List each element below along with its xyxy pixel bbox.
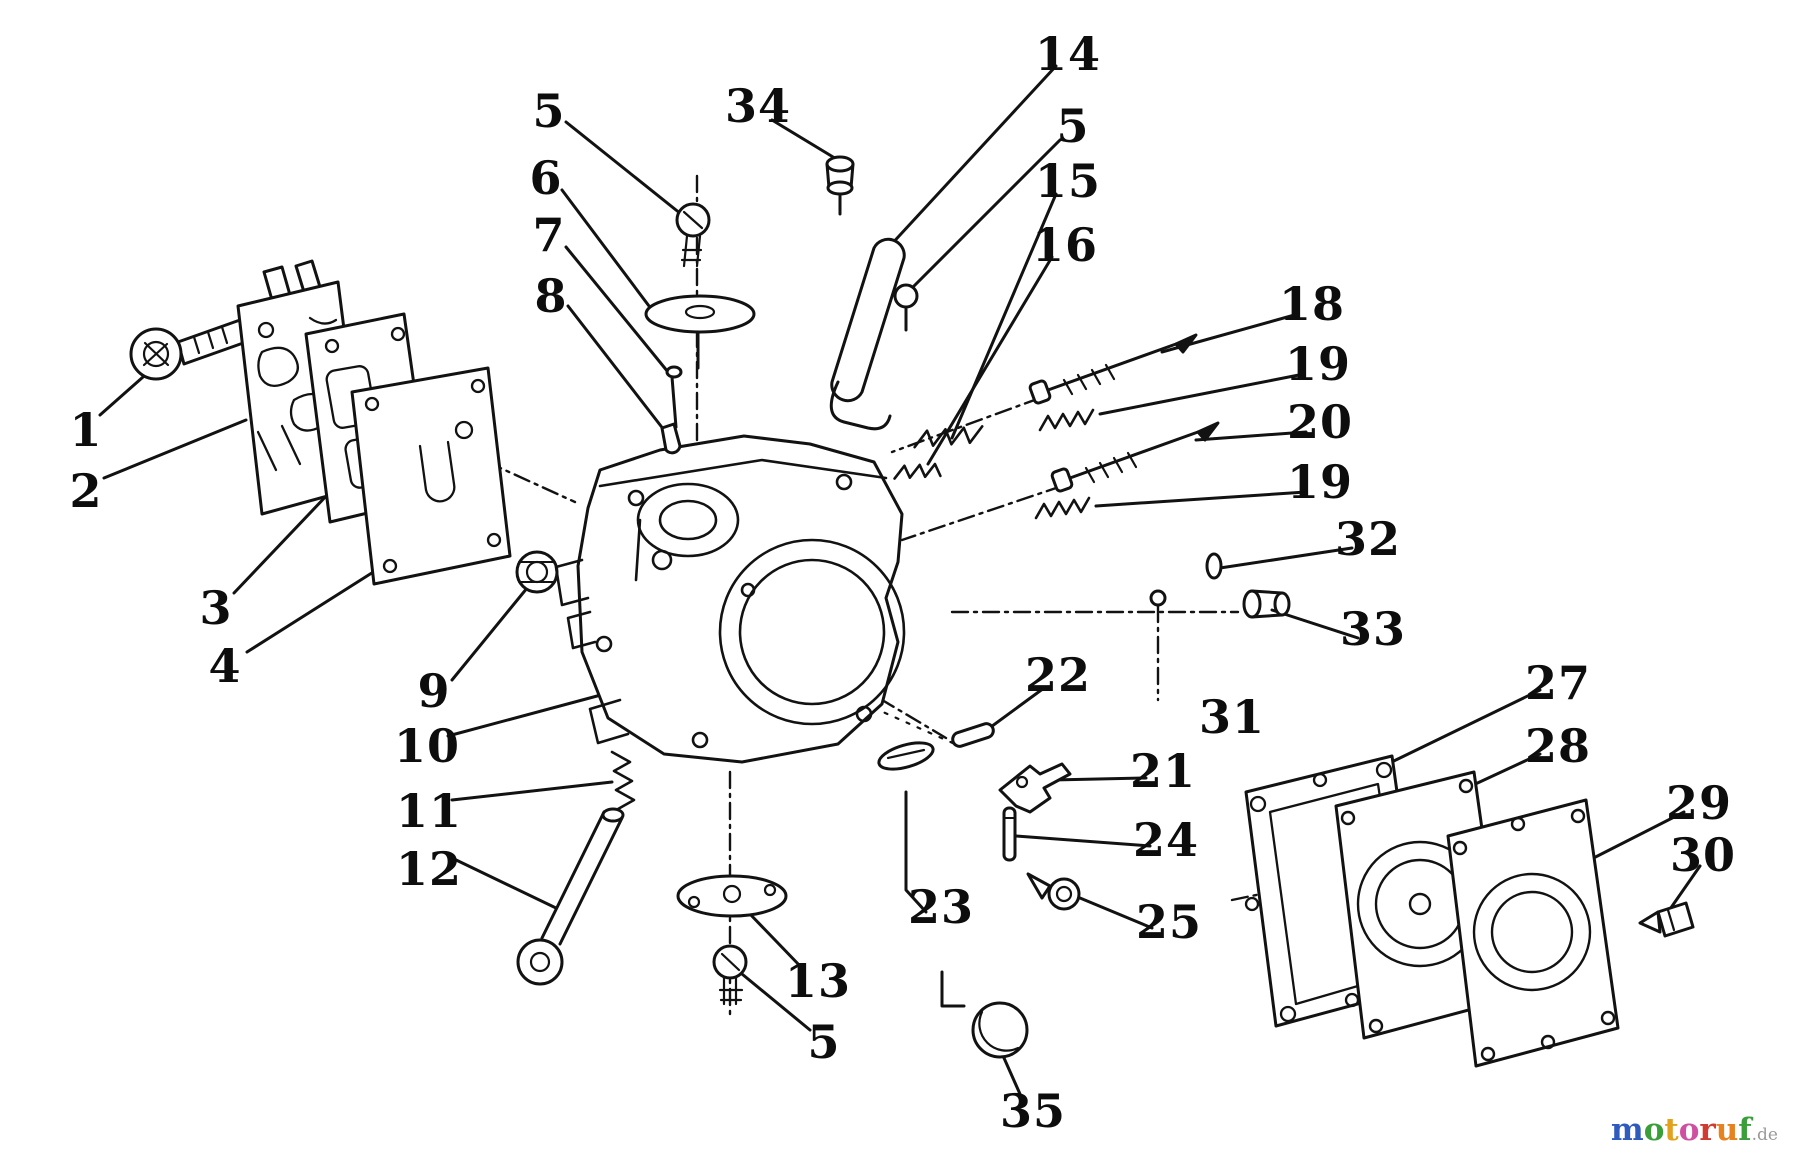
part-31-pin <box>1149 589 1167 607</box>
part-label-25: 25 <box>1135 895 1203 949</box>
part-13-pump-cover <box>676 874 788 918</box>
part-30-screw <box>1638 901 1695 938</box>
watermark-suffix: .de <box>1751 1125 1778 1145</box>
part-11-spring <box>610 750 636 811</box>
part-label-6: 6 <box>529 151 563 205</box>
part-label-8: 8 <box>534 269 568 323</box>
part-label-5: 5 <box>532 84 566 138</box>
part-1-screw <box>129 318 248 381</box>
part-label-10: 10 <box>393 719 461 773</box>
watermark-letter: r <box>1699 1112 1716 1148</box>
part-label-32: 32 <box>1334 512 1402 566</box>
part-label-27: 27 <box>1524 656 1592 710</box>
part-label-3: 3 <box>199 581 233 635</box>
part-label-13: 13 <box>784 954 852 1008</box>
part-label-16: 16 <box>1031 218 1099 272</box>
part-label-31: 31 <box>1198 690 1266 744</box>
part-label-4: 4 <box>208 639 242 693</box>
part-14-tube <box>829 237 919 431</box>
part-label-23: 23 <box>907 880 975 934</box>
part-label-33: 33 <box>1339 602 1407 656</box>
part-6-diaphragm-cover <box>644 294 756 370</box>
part-19-spring-upper <box>1038 408 1095 432</box>
part-label-5: 5 <box>1056 99 1090 153</box>
part-label-5: 5 <box>807 1015 841 1069</box>
part-label-20: 20 <box>1286 395 1354 449</box>
part-32-ring <box>1205 552 1223 580</box>
part-label-11: 11 <box>395 784 463 838</box>
part-16-spring <box>893 462 942 480</box>
part-20-needle <box>1050 421 1220 493</box>
part-19-spring-lower <box>1034 496 1091 520</box>
part-label-14: 14 <box>1034 27 1102 81</box>
watermark-letter: o <box>1678 1112 1700 1148</box>
watermark-letter: f <box>1738 1112 1752 1148</box>
part-29-cover <box>1446 798 1620 1068</box>
part-label-35: 35 <box>999 1084 1067 1138</box>
part-34-plug <box>825 155 855 216</box>
part-4-plate <box>350 366 512 586</box>
watermark-letter: t <box>1664 1112 1679 1148</box>
part-7-rod <box>665 365 683 429</box>
watermark-letter: u <box>1715 1112 1739 1148</box>
part-label-34: 34 <box>724 79 792 133</box>
part-12-plunger <box>516 807 625 986</box>
part-label-18: 18 <box>1278 277 1346 331</box>
part-24-pin <box>1002 806 1017 862</box>
part-label-15: 15 <box>1034 154 1102 208</box>
part-label-30: 30 <box>1669 828 1737 882</box>
part-15-spring <box>913 425 984 449</box>
part-8-valve <box>660 422 682 455</box>
part-label-22: 22 <box>1024 648 1092 702</box>
watermark-word: motoruf <box>1611 1112 1752 1148</box>
part-label-28: 28 <box>1524 719 1592 773</box>
part-label-7: 7 <box>532 208 566 262</box>
part-25-screw <box>1026 872 1081 911</box>
carburetor-body <box>554 434 906 764</box>
part-23-slot-piece <box>877 741 935 771</box>
part-label-24: 24 <box>1132 813 1200 867</box>
part-5-screw-bottom <box>712 944 748 1006</box>
leader-lines <box>98 64 1702 1096</box>
part-35-plug <box>971 1001 1029 1059</box>
part-22-link <box>951 722 995 748</box>
part-label-1: 1 <box>69 403 103 457</box>
part-21-lever <box>998 762 1072 814</box>
part-label-12: 12 <box>395 842 463 896</box>
watermark-letter: o <box>1643 1112 1665 1148</box>
part-label-19: 19 <box>1284 337 1352 391</box>
part-label-9: 9 <box>417 664 451 718</box>
part-5-screw-top <box>675 202 711 268</box>
part-label-2: 2 <box>69 464 103 518</box>
watermark-letter: m <box>1610 1112 1644 1148</box>
watermark-motoruf[interactable]: motoruf.de <box>1611 1115 1778 1146</box>
part-18-needle <box>1028 333 1198 405</box>
part-33-sleeve <box>1242 589 1291 619</box>
part-label-19: 19 <box>1286 455 1354 509</box>
part-label-29: 29 <box>1665 776 1733 830</box>
part-label-21: 21 <box>1129 744 1197 798</box>
